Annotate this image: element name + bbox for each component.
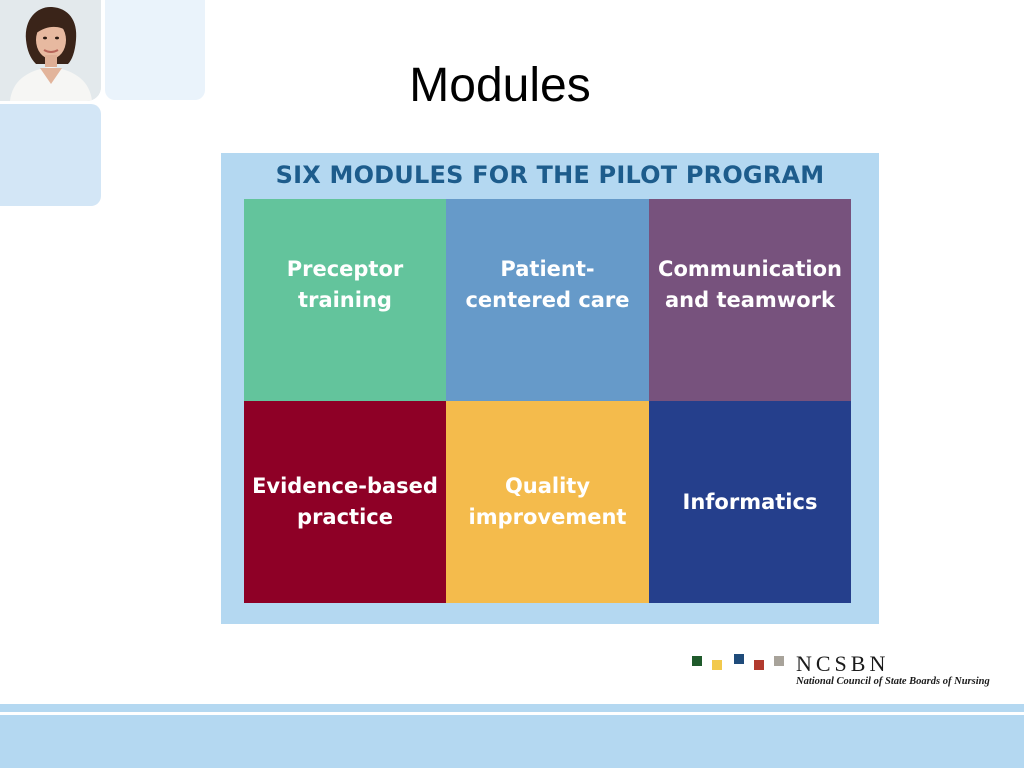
module-cell-patient-centered-care: Patient-centered care	[446, 199, 649, 401]
module-label: Evidence-based practice	[252, 474, 438, 529]
module-label: Patient-centered care	[465, 257, 630, 312]
logo-square	[712, 660, 722, 670]
module-label: Informatics	[682, 489, 818, 514]
module-label: Preceptor training	[286, 257, 404, 312]
module-cell-evidence-based-practice: Evidence-based practice	[244, 401, 446, 603]
modules-figure: SIX MODULES FOR THE PILOT PROGRAM Precep…	[221, 153, 879, 624]
presenter-photo	[0, 0, 101, 101]
logo-square	[692, 656, 702, 666]
ncsbn-logo: NCSBN National Council of State Boards o…	[692, 650, 992, 694]
figure-heading: SIX MODULES FOR THE PILOT PROGRAM	[275, 161, 825, 189]
footer-divider	[0, 704, 1024, 712]
logo-square	[754, 660, 764, 670]
module-cell-preceptor-training: Preceptor training	[244, 199, 446, 401]
module-cell-informatics: Informatics	[649, 401, 851, 603]
module-cell-communication-and-teamwork: Communication and teamwork	[649, 199, 851, 401]
logo-square	[734, 654, 744, 664]
module-label: Quality improvement	[468, 474, 627, 529]
woman-portrait-image	[0, 0, 101, 101]
footer-band	[0, 715, 1024, 768]
module-label: Communication and teamwork	[658, 257, 842, 312]
slide-title: Modules	[409, 59, 591, 112]
modules-grid: Preceptor training Patient-centered care…	[244, 199, 851, 603]
module-cell-quality-improvement: Quality improvement	[446, 401, 649, 603]
logo-square	[774, 656, 784, 666]
logo-subtitle: National Council of State Boards of Nurs…	[796, 676, 990, 687]
decorative-tile	[0, 104, 101, 206]
logo-name: NCSBN	[796, 651, 890, 676]
decorative-tile	[105, 0, 205, 100]
